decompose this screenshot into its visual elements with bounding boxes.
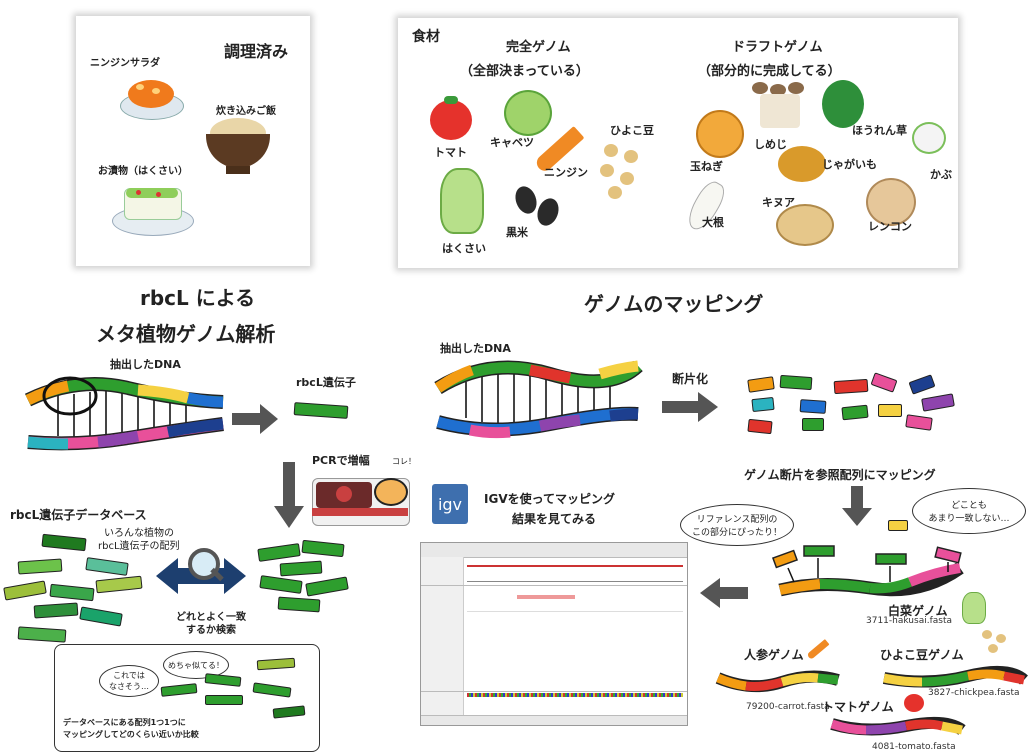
- left-extracted-dna-label: 抽出したDNA: [110, 358, 181, 371]
- lotus-root-illustration: [866, 178, 916, 226]
- pcr-label: PCRで増幅: [312, 454, 370, 467]
- search-caption-line1: どれとよく一致: [176, 612, 246, 623]
- carrot-label: ニンジン: [544, 166, 588, 179]
- chickpea-label: ひよこ豆: [610, 124, 654, 137]
- ingredients-title: 食材: [412, 29, 440, 45]
- mapping-title: ゲノム断片を参照配列にマッピング: [744, 468, 936, 482]
- mapping-bubble-no-match: どことも あまり一致しない…: [912, 488, 1026, 534]
- igv-toolbar: [421, 543, 687, 558]
- igv-screenshot: [420, 542, 688, 726]
- potato-illustration: [778, 146, 826, 182]
- hakusai-label: はくさい: [442, 242, 486, 255]
- genome-tomato-name: トマトゲノム: [822, 700, 894, 714]
- turnip-illustration: [912, 122, 946, 154]
- pickles-label: お漬物（はくさい）: [98, 166, 188, 177]
- hakusai-illustration: [440, 168, 484, 234]
- unmatched-fragment: [888, 520, 908, 531]
- inset-caption-line2: マッピングしてどのくらい近いか比較: [63, 730, 199, 739]
- ingredients-card: 食材 完全ゲノム （全部決まっている） ドラフトゲノム （部分的に完成してる） …: [398, 18, 958, 268]
- rice-bowl-illustration: [206, 118, 270, 176]
- fragment-label: 断片化: [672, 372, 709, 386]
- arrow-to-igv: [700, 578, 748, 608]
- comparison-inset: これでは なさそう… めちゃ似てる！ データベースにある配列1つ1つに マッピン…: [54, 644, 320, 752]
- hakusai-small-illustration: [962, 592, 986, 624]
- database-note-line1: いろんな植物の: [104, 528, 174, 539]
- left-dna-ladder: [24, 376, 224, 451]
- onion-illustration: [696, 110, 744, 158]
- right-dna-ladder: [434, 360, 643, 439]
- lotus-root-label: レンコン: [868, 220, 912, 233]
- arrow-fragment: [662, 392, 718, 422]
- quinoa-label: キヌア: [762, 196, 795, 209]
- chickpea-illustration: [598, 144, 652, 204]
- arrow-pcr-down: [274, 462, 304, 528]
- tomato-illustration: [430, 100, 472, 140]
- inset-bubble-not-match: これでは なさそう…: [99, 665, 159, 697]
- inset-caption-line1: データベースにある配列1つ1つに: [63, 718, 186, 727]
- magnifier-icon: [188, 548, 224, 582]
- genome-hakusai-file: 3711-hakusai.fasta: [866, 616, 952, 626]
- pickles-illustration: [112, 184, 194, 236]
- arrow-mapping-down: [842, 486, 872, 526]
- mapping-heading: ゲノムのマッピング: [584, 292, 764, 316]
- cabbage-illustration: [504, 90, 552, 136]
- rbcl-heading-line2: メタ植物ゲノム解析: [96, 322, 276, 346]
- takikomi-gohan-label: 炊き込みご飯: [216, 106, 276, 117]
- shimeji-illustration: [752, 82, 808, 134]
- complete-genome-title: 完全ゲノム: [506, 40, 571, 55]
- draft-genome-title: ドラフトゲノム: [732, 40, 823, 55]
- kore-label: コレ！: [392, 457, 416, 466]
- carrot-salad-label: ニンジンサラダ: [90, 58, 160, 69]
- igv-caption-line2: 結果を見てみる: [512, 512, 597, 526]
- chickpea-small-illustration: [982, 630, 1012, 660]
- genome-hakusai-name: 白菜ゲノム: [888, 604, 948, 618]
- black-rice-label: 黒米: [506, 226, 528, 239]
- carrot-genome-strand: [715, 670, 840, 693]
- tomato-label: トマト: [434, 146, 467, 159]
- genome-chickpea-name: ひよこ豆ゲノム: [880, 648, 964, 662]
- onion-label: 玉ねぎ: [690, 160, 723, 173]
- search-caption-line2: するか検索: [186, 625, 236, 636]
- arrow-to-rbcl-gene: [232, 404, 278, 434]
- tomato-genome-strand: [830, 716, 966, 736]
- database-title: rbcL遺伝子データベース: [10, 508, 147, 522]
- genome-carrot-name: 人参ゲノム: [744, 648, 804, 662]
- tomato-small-illustration: [904, 694, 924, 712]
- mapping-bubble-match: リファレンス配列の この部分にぴったり！: [680, 504, 794, 546]
- cooked-card: 調理済み ニンジンサラダ 炊き込みご飯 お漬物（はくさい）: [76, 16, 310, 266]
- amplified-fragments: [256, 539, 349, 620]
- cooked-title: 調理済み: [224, 42, 289, 61]
- rbcl-region-circle: [42, 376, 98, 416]
- spinach-illustration: [822, 80, 864, 128]
- igv-caption-line1: IGVを使ってマッピング: [484, 492, 616, 506]
- igv-logo: igv: [432, 484, 468, 524]
- database-note-line2: rbcL遺伝子の配列: [98, 541, 180, 552]
- genome-carrot-file: 79200-carrot.fasta: [746, 702, 830, 712]
- carrot-small-illustration: [806, 639, 830, 660]
- rbcl-gene-segment: [293, 402, 349, 419]
- pcr-machine-illustration: [312, 472, 410, 528]
- cabbage-label: キャベツ: [490, 136, 534, 149]
- turnip-label: かぶ: [930, 168, 952, 181]
- carrot-salad-illustration: [120, 78, 184, 120]
- genome-chickpea-file: 3827-chickpea.fasta: [928, 688, 1020, 698]
- reference-mapping: [771, 545, 964, 597]
- potato-label: じゃがいも: [822, 158, 877, 171]
- daikon-label: 大根: [702, 216, 724, 229]
- draft-genome-subtitle: （部分的に完成してる）: [698, 64, 841, 79]
- dna-fragments: [744, 372, 964, 438]
- shimeji-label: しめじ: [754, 138, 787, 151]
- genome-tomato-file: 4081-tomato.fasta: [872, 742, 956, 752]
- right-extracted-dna-label: 抽出したDNA: [440, 342, 511, 355]
- spinach-label: ほうれん草: [852, 124, 907, 137]
- complete-genome-subtitle: （全部決まっている）: [460, 64, 589, 79]
- rbcl-heading-line1: rbcL による: [140, 286, 256, 310]
- rbcl-gene-label: rbcL遺伝子: [296, 376, 356, 389]
- quinoa-illustration: [776, 204, 834, 246]
- chickpea-genome-strand: [882, 665, 1028, 688]
- database-segments: [3, 533, 150, 644]
